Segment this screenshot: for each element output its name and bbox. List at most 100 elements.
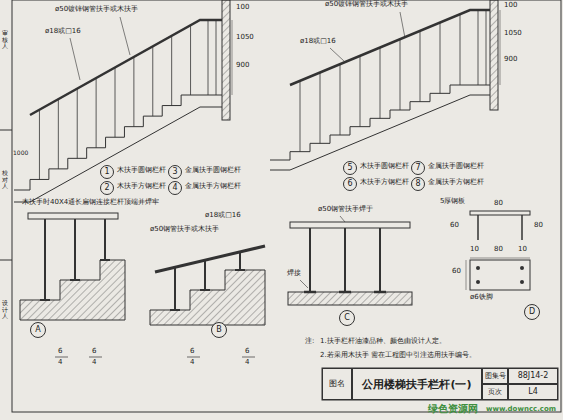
annotation: 木扶手方钢栏杆: [117, 183, 166, 191]
callout-number: 7: [415, 164, 420, 172]
concrete-step: [20, 260, 125, 320]
annotation: 60: [450, 222, 459, 230]
baluster: [300, 81, 301, 152]
section-mark: 4: [58, 359, 62, 367]
section-mark: [187, 357, 200, 358]
callout-circle: 7: [411, 161, 425, 175]
base-plate: [100, 259, 110, 261]
signature-field: 审核人: [2, 30, 8, 50]
baluster: [216, 20, 217, 95]
callout-circle: 2: [100, 181, 114, 195]
annotation: 金属扶手方钢栏杆: [428, 179, 484, 187]
signature-field: 设计人: [2, 300, 8, 320]
leader-line: [340, 216, 345, 222]
handrail: [28, 213, 118, 219]
annotation: ø50镀锌钢管扶手或木扶手: [55, 6, 138, 14]
anchor-dot: [520, 280, 524, 284]
baluster: [190, 25, 191, 95]
steel-plate-plan: [470, 260, 530, 290]
anchor-dot: [476, 266, 480, 270]
callout-circle: B: [211, 322, 227, 338]
base-plate: [374, 291, 386, 294]
baluster: [320, 73, 321, 144]
title-text: L4: [528, 388, 538, 396]
baluster: [44, 219, 46, 300]
dimension-line: [232, 20, 233, 95]
title-text: 公用楼梯扶手栏杆(一): [362, 379, 471, 390]
annotation: ø18或□16: [205, 212, 241, 220]
baluster: [420, 31, 421, 102]
annotation: 金属扶手圆钢栏杆: [428, 163, 484, 171]
note-text: 2.若采用木扶手 需在工程图中引注选用扶手编号。: [320, 352, 476, 360]
leader-line: [330, 48, 345, 62]
baluster: [379, 228, 381, 292]
section-mark: 6: [190, 348, 194, 356]
callout-number: C: [344, 314, 350, 322]
annotation: 1000: [13, 150, 28, 157]
baluster: [400, 39, 401, 110]
annotation: 1050: [236, 34, 254, 42]
wall: [490, 0, 498, 110]
dimension-line: [470, 258, 530, 259]
title-block-cell: 图名: [322, 368, 352, 400]
anchor-dot: [476, 280, 480, 284]
base-plate: [339, 291, 351, 294]
title-text: 88J14-2: [518, 372, 549, 380]
baluster: [486, 10, 487, 85]
baluster: [204, 260, 206, 290]
callout-circle: 3: [168, 165, 182, 179]
dimension-line: [466, 260, 467, 290]
section-mark: 6: [58, 348, 62, 356]
annotation: ø18或□16: [45, 28, 81, 36]
callout-circle: 5: [343, 161, 357, 175]
baluster: [340, 64, 341, 135]
leader-line: [300, 280, 308, 288]
callout-number: B: [216, 326, 222, 334]
annotation: 900: [504, 56, 517, 64]
annotation: 900: [236, 62, 249, 70]
section-mark: 4: [92, 359, 96, 367]
handrail: [290, 222, 410, 228]
watermark: www.downcc.com: [486, 406, 556, 414]
annotation: 60: [452, 268, 461, 276]
margin-divider: [0, 130, 12, 131]
base-plate: [304, 291, 316, 294]
callout-number: A: [35, 326, 40, 334]
annotation: 木扶手时40X4通长扁钢连接栏杆顶端并焊牢: [22, 199, 159, 207]
annotation: ø18或□16: [300, 38, 336, 46]
baluster: [208, 20, 209, 95]
handrail: [155, 246, 265, 272]
baluster: [344, 228, 346, 292]
annotation: 80: [494, 200, 503, 208]
baluster: [115, 68, 116, 138]
annotation: 焊接: [287, 270, 301, 278]
annotation: 5厚钢板: [440, 198, 465, 206]
baluster: [171, 36, 172, 106]
leader-line: [120, 17, 130, 55]
section-mark: [55, 357, 68, 358]
annotation: 木扶手方钢栏杆: [360, 179, 409, 187]
annotation: ø50镀锌钢管扶手或木扶手: [325, 1, 408, 9]
margin-divider: [0, 260, 12, 261]
baluster: [239, 252, 241, 270]
title-block-cell: 页次: [482, 384, 508, 400]
title-text: 页次: [488, 389, 502, 396]
callout-circle: 4: [168, 181, 182, 195]
leader-line: [400, 12, 405, 38]
annotation: 10: [518, 246, 527, 254]
baluster: [174, 267, 176, 310]
baluster: [39, 110, 40, 180]
callout-circle: A: [30, 322, 46, 338]
annotation: ø6铁脚: [470, 294, 493, 302]
concrete-slab: [288, 292, 412, 305]
annotation: 金属扶手方钢栏杆: [185, 183, 241, 191]
anchor-leg: [521, 215, 523, 240]
watermark: 绿色资源网: [428, 403, 478, 414]
note-text: 注:: [305, 338, 314, 346]
callout-number: 2: [104, 184, 109, 192]
title-block: [322, 368, 558, 400]
baluster: [440, 23, 441, 94]
baluster: [360, 56, 361, 127]
handrail: [30, 20, 222, 115]
